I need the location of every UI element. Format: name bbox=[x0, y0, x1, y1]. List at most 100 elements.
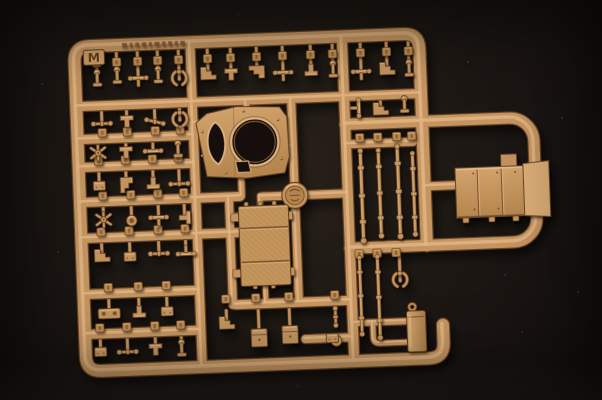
dust-speck bbox=[237, 13, 239, 15]
part-number-tag bbox=[329, 290, 340, 300]
part-number-tag bbox=[122, 126, 133, 137]
part-number-tag bbox=[202, 53, 213, 64]
panel-top-highlight bbox=[239, 205, 288, 209]
part-number-tag bbox=[149, 320, 160, 331]
sprue-letter-emboss: M bbox=[88, 50, 101, 65]
box-bolt bbox=[472, 172, 475, 175]
box-bolt bbox=[496, 171, 499, 174]
part-number-tag bbox=[111, 57, 122, 67]
bolt-highlight bbox=[224, 171, 227, 174]
runner bbox=[343, 139, 414, 145]
bolt-highlight bbox=[201, 154, 203, 157]
part-number-tag bbox=[124, 225, 134, 236]
bolt-highlight bbox=[242, 110, 244, 112]
panel-seam-highlight bbox=[241, 261, 290, 265]
part-tbar bbox=[147, 214, 170, 227]
part-longrod bbox=[356, 147, 368, 245]
box-front-face bbox=[454, 165, 526, 219]
mold-text-mark bbox=[129, 42, 133, 48]
part-block bbox=[94, 346, 108, 358]
box-top-highlight bbox=[455, 166, 522, 171]
mold-text-mark bbox=[154, 41, 160, 47]
hatch-inner-ring bbox=[233, 120, 276, 163]
part-clamp bbox=[303, 63, 319, 77]
part-lever bbox=[176, 338, 187, 358]
box-seam-highlight bbox=[477, 168, 481, 217]
part-clamp bbox=[131, 305, 147, 319]
part-number-tag bbox=[355, 47, 366, 58]
box-foot bbox=[512, 215, 520, 222]
medallion-crest bbox=[289, 188, 301, 202]
runner bbox=[263, 283, 266, 304]
canister-ring bbox=[407, 302, 417, 312]
part-number-tag bbox=[220, 294, 231, 304]
part-block bbox=[123, 251, 137, 262]
box-seam bbox=[500, 167, 504, 216]
part-block bbox=[325, 332, 340, 344]
box-bottom-shade bbox=[457, 213, 524, 218]
sprue: MM bbox=[67, 26, 552, 379]
part-number-tag bbox=[381, 46, 392, 57]
sprue-letter-tab: MM bbox=[82, 49, 106, 66]
part-mount bbox=[97, 307, 121, 320]
part-number-tag bbox=[225, 52, 236, 63]
runner bbox=[73, 90, 422, 107]
runner bbox=[239, 176, 242, 197]
runner bbox=[422, 182, 458, 187]
part-rod bbox=[90, 120, 114, 127]
mold-text bbox=[121, 40, 185, 48]
part-number-tag bbox=[147, 153, 158, 164]
box-side-face bbox=[522, 160, 552, 218]
hatch-ring bbox=[230, 117, 280, 167]
mold-text-mark bbox=[135, 42, 140, 48]
dust-speck bbox=[577, 291, 579, 293]
letter-tab bbox=[82, 49, 106, 66]
runner bbox=[76, 160, 195, 168]
runner bbox=[77, 193, 241, 203]
part-number-tag bbox=[121, 322, 132, 332]
part-number-tag bbox=[173, 54, 184, 65]
bolt-highlight bbox=[201, 130, 203, 133]
antislip-panel bbox=[237, 204, 292, 287]
part-rod bbox=[167, 180, 191, 187]
part-number-tag bbox=[283, 291, 294, 302]
runner bbox=[226, 194, 234, 305]
part-lever bbox=[327, 59, 339, 79]
box-bolt bbox=[497, 207, 500, 210]
part-cross bbox=[94, 210, 113, 229]
runner bbox=[82, 327, 202, 335]
part-number-tag bbox=[103, 282, 114, 293]
dust-speck bbox=[561, 117, 563, 119]
part-box2 bbox=[281, 324, 300, 345]
part-number-tag bbox=[178, 187, 189, 198]
dust-speck bbox=[297, 385, 299, 387]
part-number-tag bbox=[391, 247, 401, 258]
part-rod bbox=[332, 305, 339, 329]
runner bbox=[187, 39, 203, 368]
mold-text-mark bbox=[168, 41, 173, 46]
part-number-tag bbox=[327, 48, 338, 59]
large-parts: MM bbox=[82, 40, 552, 353]
part-lever bbox=[91, 68, 103, 88]
bolt-highlight bbox=[276, 118, 279, 121]
dust-speck bbox=[41, 83, 43, 85]
part-number-tag bbox=[175, 319, 186, 330]
part-clamp bbox=[223, 67, 239, 81]
part-number-tag bbox=[96, 226, 106, 237]
panel-seam-highlight bbox=[240, 227, 289, 231]
part-number-tag bbox=[277, 50, 288, 61]
part-lever bbox=[403, 58, 415, 78]
part-disc bbox=[125, 214, 138, 227]
runner bbox=[78, 230, 240, 239]
mold-text-mark bbox=[161, 41, 166, 47]
runner bbox=[233, 297, 353, 305]
attachment-stub bbox=[176, 48, 182, 81]
part-clamp bbox=[119, 114, 135, 128]
part-block bbox=[160, 306, 174, 317]
dust-speck bbox=[521, 331, 523, 333]
part-number-tag bbox=[391, 131, 402, 142]
part-box2 bbox=[250, 328, 269, 348]
box-foot bbox=[462, 217, 470, 224]
dust-speck bbox=[504, 274, 506, 276]
